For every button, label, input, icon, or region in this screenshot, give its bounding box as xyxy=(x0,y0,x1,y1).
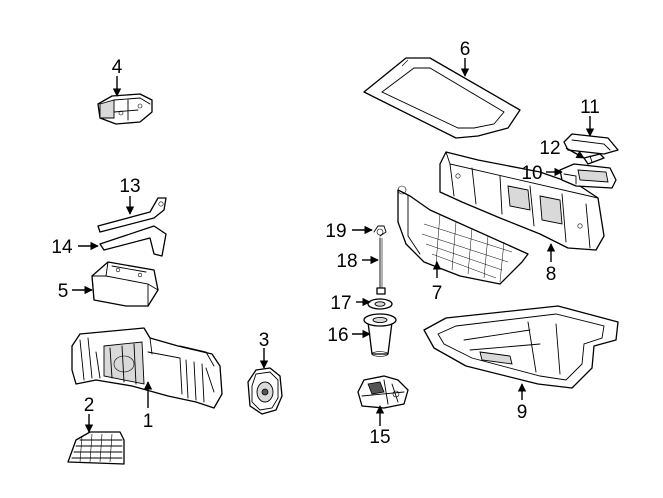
part-8-rear-panel xyxy=(439,151,605,251)
part-14-strip xyxy=(99,225,167,257)
part-18-rod xyxy=(376,237,386,295)
callout-14: 14 xyxy=(51,237,73,258)
callout-8: 8 xyxy=(546,264,557,285)
callout-11: 11 xyxy=(580,97,600,118)
callout-16: 16 xyxy=(327,325,348,346)
part-16-spacer xyxy=(363,313,397,357)
part-2-grille xyxy=(67,431,125,465)
leader-12 xyxy=(565,147,585,159)
part-13-rod xyxy=(97,197,167,233)
part-1-trim-panel xyxy=(71,327,223,409)
part-19-hook xyxy=(373,225,387,237)
part-6-mat xyxy=(363,57,521,139)
part-4-bracket xyxy=(97,93,153,125)
part-3-cover xyxy=(247,367,283,415)
part-9-cargo-tray xyxy=(423,305,619,389)
callout-7: 7 xyxy=(432,283,443,304)
callout-labels: 1 2 3 4 5 6 7 8 9 10 11 12 13 14 15 16 1… xyxy=(51,39,599,448)
callout-18: 18 xyxy=(336,251,357,272)
callout-5: 5 xyxy=(58,281,69,302)
leader-lines xyxy=(72,58,595,433)
callout-9: 9 xyxy=(517,402,528,423)
callout-6: 6 xyxy=(460,39,471,60)
part-12-bulb xyxy=(583,153,605,165)
callout-15: 15 xyxy=(369,427,390,448)
part-7-cargo-net xyxy=(397,185,529,285)
callout-17: 17 xyxy=(330,293,351,314)
callout-4: 4 xyxy=(112,57,123,78)
callout-12: 12 xyxy=(539,138,560,159)
callout-2: 2 xyxy=(84,395,95,416)
callout-3: 3 xyxy=(259,330,270,351)
part-15-jack xyxy=(357,375,409,409)
callout-13: 13 xyxy=(119,176,140,197)
callout-1: 1 xyxy=(143,411,154,432)
callout-19: 19 xyxy=(325,221,346,242)
part-11-lamp-lens xyxy=(563,133,619,155)
callout-10: 10 xyxy=(521,163,542,184)
part-5-box xyxy=(91,261,159,307)
part-10-lamp-housing xyxy=(559,163,617,189)
part-17-washer xyxy=(367,298,393,310)
